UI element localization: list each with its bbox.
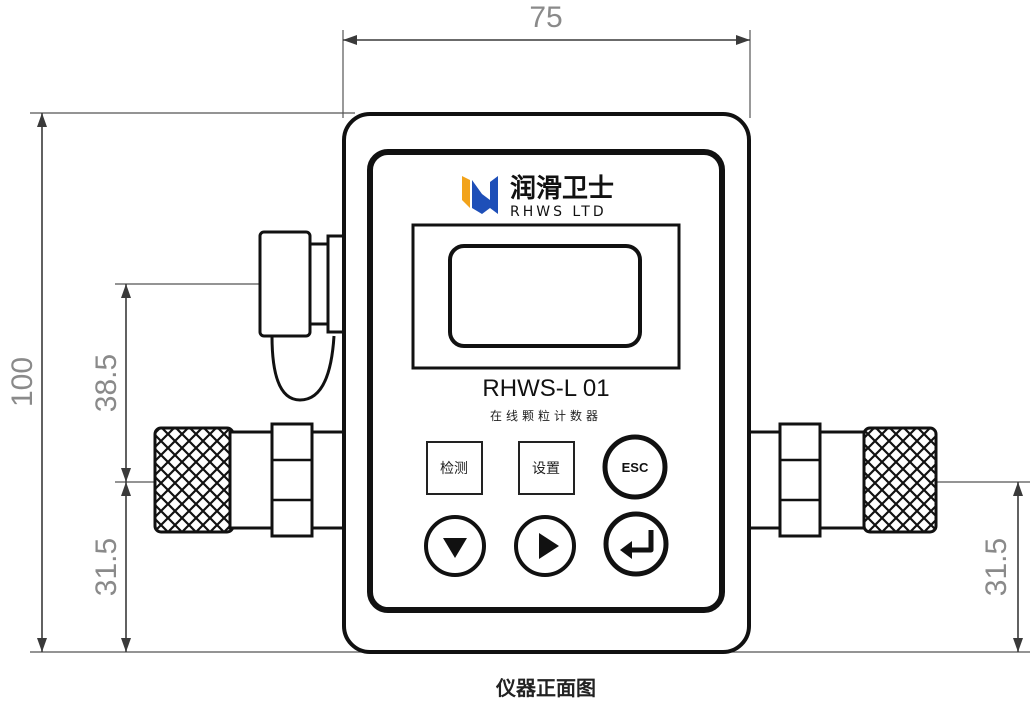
- width-label: 75: [529, 1, 562, 34]
- brand-chinese: 润滑卫士: [510, 173, 614, 204]
- sensor-cap: [258, 230, 350, 402]
- brand-english: RHWS LTD: [510, 204, 607, 220]
- dimension-width: 75: [342, 1, 751, 118]
- enter-button[interactable]: [603, 511, 669, 577]
- triangle-down-icon: [443, 538, 467, 558]
- right-button[interactable]: [514, 515, 576, 577]
- model-number: RHWS-L 01: [482, 375, 609, 402]
- sensor-offset-label: 38.5: [90, 354, 123, 412]
- detect-button[interactable]: 检测: [426, 441, 483, 495]
- enter-arrow-icon: [630, 530, 654, 553]
- settings-button[interactable]: 设置: [518, 441, 575, 495]
- logo-mark-icon: [462, 176, 470, 208]
- lcd-screen: [448, 244, 642, 348]
- height-label: 100: [6, 357, 39, 407]
- right-fitting: [744, 422, 938, 538]
- dimension-port-left: 31.5: [90, 482, 131, 652]
- detect-button-label: 检测: [440, 461, 468, 477]
- triangle-right-icon: [539, 533, 559, 559]
- down-button[interactable]: [424, 515, 486, 577]
- settings-button-label: 设置: [532, 461, 560, 477]
- dimension-port-right: 31.5: [980, 482, 1023, 652]
- brand-logo: 润滑卫士 RHWS LTD: [462, 173, 614, 220]
- port-right-label: 31.5: [980, 538, 1013, 596]
- esc-button-label: ESC: [622, 460, 649, 475]
- device-subtitle: 在线颗粒计数器: [490, 408, 602, 423]
- display-panel: [411, 223, 681, 370]
- figure-caption: 仪器正面图: [495, 676, 596, 700]
- port-left-label: 31.5: [90, 538, 123, 596]
- esc-button[interactable]: ESC: [602, 434, 668, 500]
- left-fitting: [153, 422, 348, 538]
